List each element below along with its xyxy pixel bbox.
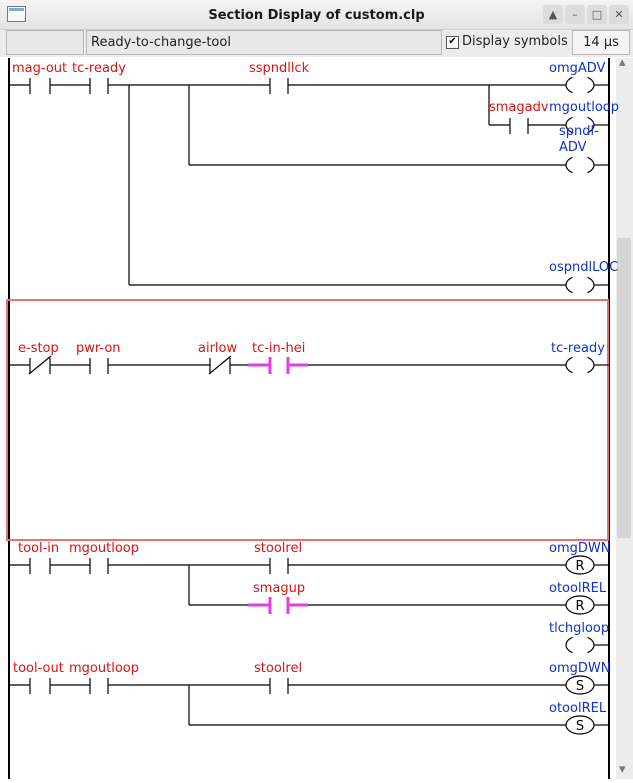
set-coil-icon bbox=[565, 715, 595, 735]
scroll-up-icon[interactable]: ▴ bbox=[619, 55, 626, 70]
toolbar: Ready-to-change-tool ✔ Display symbols 1… bbox=[0, 30, 633, 57]
display-symbols-checkbox[interactable]: ✔ bbox=[446, 36, 459, 49]
reset-symbol: R bbox=[575, 599, 584, 614]
contact-label: mgoutloop bbox=[69, 661, 139, 676]
contact-label: smagup bbox=[253, 581, 305, 596]
coil-label: tc-ready bbox=[551, 341, 605, 356]
scrollbar-thumb[interactable] bbox=[617, 238, 631, 538]
window-titlebar: Section Display of custom.clp ▲ – □ ✕ bbox=[0, 0, 633, 30]
coil-icon bbox=[565, 155, 595, 175]
contact-label: pwr-on bbox=[76, 341, 121, 356]
contact-label: mag-out bbox=[12, 61, 67, 76]
coil-label: ADV bbox=[559, 140, 587, 155]
contact-label: tool-out bbox=[13, 661, 64, 676]
coil-icon bbox=[565, 635, 595, 655]
contact-label: tc-in-hei bbox=[252, 341, 305, 356]
coil-label: otoolREL bbox=[549, 701, 607, 716]
contact-label: tool-in bbox=[18, 541, 59, 556]
coil-label: ospndlLOC bbox=[549, 260, 618, 275]
contact-label: airlow bbox=[198, 341, 237, 356]
scan-time-field: 14 µs bbox=[572, 30, 630, 55]
minimize-icon[interactable]: – bbox=[565, 5, 585, 24]
contact-label: sspndllck bbox=[249, 61, 310, 76]
coil-label: omgDWN bbox=[549, 541, 610, 556]
contact-label: stoolrel bbox=[254, 661, 302, 676]
blank-field bbox=[6, 30, 84, 55]
coil-icon bbox=[565, 75, 595, 95]
close-icon[interactable]: ✕ bbox=[609, 5, 629, 24]
coil-label: spndl- bbox=[559, 124, 599, 139]
contact-label: smagadv bbox=[489, 100, 549, 115]
section-name-field: Ready-to-change-tool bbox=[86, 30, 442, 55]
maximize-icon[interactable]: □ bbox=[587, 5, 607, 24]
coil-label: mgoutloop bbox=[549, 100, 619, 115]
coil-icon bbox=[565, 355, 595, 375]
coil-label: otoolREL bbox=[549, 581, 607, 596]
window-controls: ▲ – □ ✕ bbox=[543, 5, 629, 24]
set-coil-icon bbox=[565, 675, 595, 695]
selected-rung-box[interactable] bbox=[6, 299, 609, 541]
contact-label: tc-ready bbox=[72, 61, 126, 76]
window-icon bbox=[7, 6, 26, 22]
contact-label: e-stop bbox=[18, 341, 59, 356]
set-symbol: S bbox=[576, 679, 584, 694]
reset-symbol: R bbox=[575, 559, 584, 574]
ladder-diagram: ▴ ▾ bbox=[0, 55, 633, 779]
coil-label: omgDWN bbox=[549, 661, 610, 676]
contact-label: mgoutloop bbox=[69, 541, 139, 556]
scroll-down-icon[interactable]: ▾ bbox=[619, 762, 626, 777]
coil-label: tlchgloop bbox=[549, 621, 609, 636]
set-symbol: S bbox=[576, 719, 584, 734]
coil-label: omgADV bbox=[549, 61, 606, 76]
window-title: Section Display of custom.clp bbox=[208, 8, 425, 23]
up-icon[interactable]: ▲ bbox=[543, 5, 563, 24]
ladder-canvas: ▴ ▾ bbox=[0, 55, 633, 779]
contact-label: stoolrel bbox=[254, 541, 302, 556]
reset-coil-icon bbox=[565, 595, 595, 615]
reset-coil-icon bbox=[565, 555, 595, 575]
display-symbols-label[interactable]: Display symbols bbox=[462, 34, 568, 49]
coil-icon bbox=[565, 275, 595, 295]
